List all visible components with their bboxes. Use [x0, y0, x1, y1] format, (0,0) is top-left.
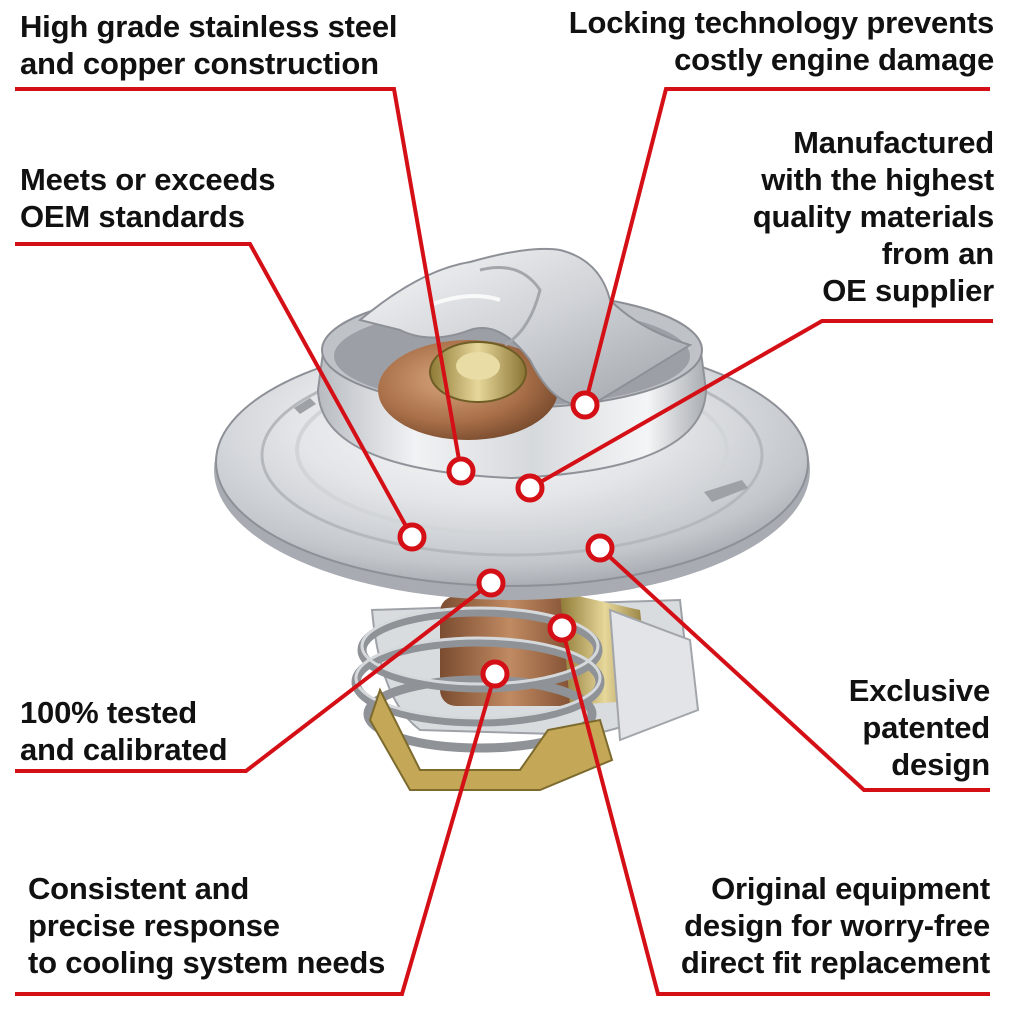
dot-stainless — [446, 456, 476, 486]
dot-tested — [476, 568, 506, 598]
callout-tested: 100% tested and calibrated — [20, 695, 228, 767]
lower-frame — [368, 687, 614, 791]
dot-oem-standards — [397, 522, 427, 552]
leader-manufactured — [529, 319, 993, 490]
thermostat-cup — [316, 247, 708, 480]
leader-original — [560, 627, 990, 996]
callout-original: Original equipment design for worry-free… — [680, 871, 990, 980]
dot-consistent — [480, 659, 510, 689]
leader-oem-standards — [15, 242, 414, 538]
callout-exclusive: Exclusive patented design — [848, 673, 990, 782]
dot-locking — [570, 390, 600, 420]
callout-manufactured: Manufactured with the highest quality ma… — [752, 125, 994, 308]
leader-consistent — [15, 673, 497, 996]
dot-original — [547, 613, 577, 643]
callout-oem-standards: Meets or exceeds OEM standards — [20, 162, 276, 234]
callout-dots — [397, 390, 615, 689]
dot-manufactured — [515, 473, 545, 503]
lower-assembly — [351, 592, 700, 791]
callout-locking: Locking technology prevents costly engin… — [568, 5, 994, 77]
leader-exclusive — [598, 546, 990, 792]
leader-locking — [583, 87, 990, 406]
leader-stainless — [15, 87, 463, 472]
leader-tested — [15, 581, 493, 773]
leader-lines — [15, 87, 993, 996]
callout-consistent: Consistent and precise response to cooli… — [28, 871, 386, 980]
callout-stainless: High grade stainless steel and copper co… — [20, 9, 398, 81]
dot-exclusive — [585, 533, 615, 563]
